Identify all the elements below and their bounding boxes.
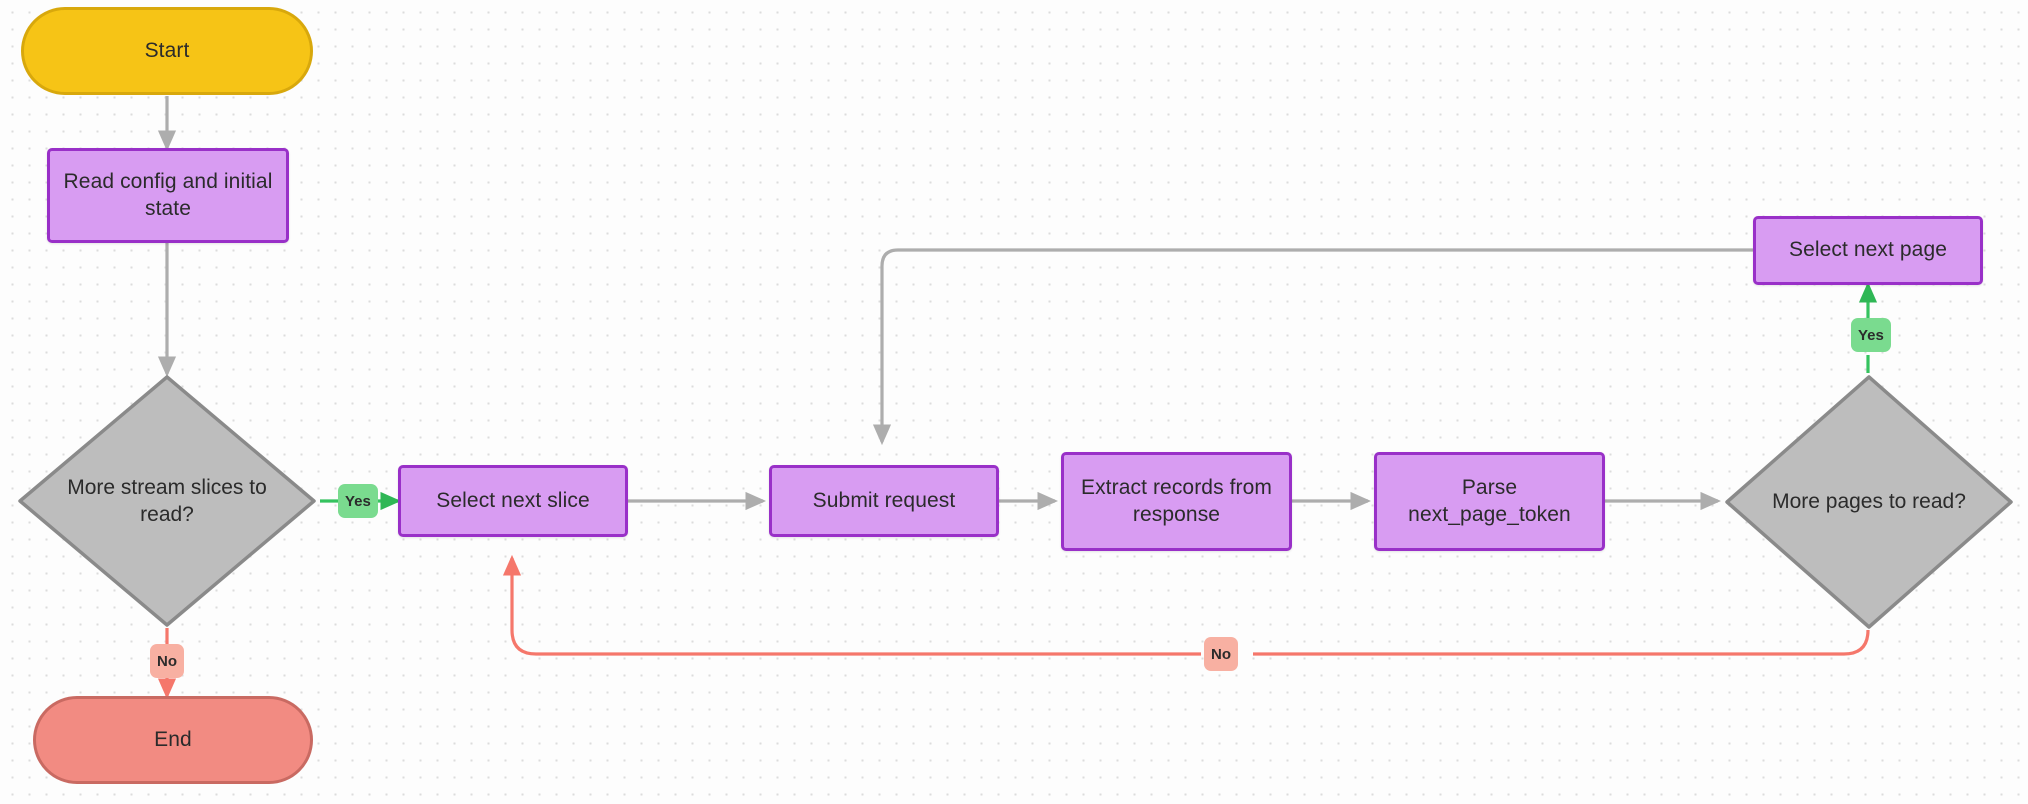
node-read-config[interactable]: Read config and initial state	[47, 148, 289, 243]
node-submit-request[interactable]: Submit request	[769, 465, 999, 537]
edge-label-text: Yes	[345, 492, 371, 510]
node-parse-next-page-token[interactable]: Parse next_page_token	[1374, 452, 1605, 551]
node-end[interactable]: End	[33, 696, 313, 784]
edge-label-text: No	[1211, 645, 1231, 663]
edge-label-more-pages-yes[interactable]: Yes	[1851, 318, 1891, 352]
node-parse-next-page-token-label: Parse next_page_token	[1408, 475, 1571, 526]
node-select-next-slice-label: Select next slice	[436, 488, 590, 512]
edge-label-more-slices-yes[interactable]: Yes	[338, 484, 378, 518]
edge-label-text: No	[157, 652, 177, 670]
node-extract-records[interactable]: Extract records from response	[1061, 452, 1292, 551]
node-extract-records-label: Extract records from response	[1080, 475, 1273, 526]
node-more-pages-to-read[interactable]: More pages to read?	[1724, 374, 2014, 630]
node-read-config-label: Read config and initial state	[63, 169, 273, 220]
node-more-pages-to-read-label: More pages to read?	[1772, 490, 1966, 514]
node-start[interactable]: Start	[21, 7, 313, 95]
node-start-label: Start	[144, 38, 190, 62]
edge-select-page-to-submit-loop	[872, 248, 1753, 446]
edge-label-text: Yes	[1858, 326, 1884, 344]
node-select-next-page[interactable]: Select next page	[1753, 216, 1983, 285]
edge-more-pages-no-loop	[1253, 629, 1870, 656]
node-select-next-page-label: Select next page	[1788, 238, 1948, 262]
node-more-stream-slices[interactable]: More stream slices to read?	[17, 374, 317, 628]
node-more-stream-slices-label: More stream slices to read?	[67, 475, 267, 526]
edge-label-more-slices-no[interactable]: No	[150, 644, 184, 678]
node-select-next-slice[interactable]: Select next slice	[398, 465, 628, 537]
diamond-shape	[1725, 375, 2013, 629]
edge-more-pages-no-loop-tail	[502, 554, 1201, 656]
edge-label-more-pages-no[interactable]: No	[1204, 637, 1238, 671]
node-end-label: End	[154, 727, 192, 751]
node-submit-request-label: Submit request	[812, 488, 956, 512]
diamond-shape	[18, 375, 316, 627]
